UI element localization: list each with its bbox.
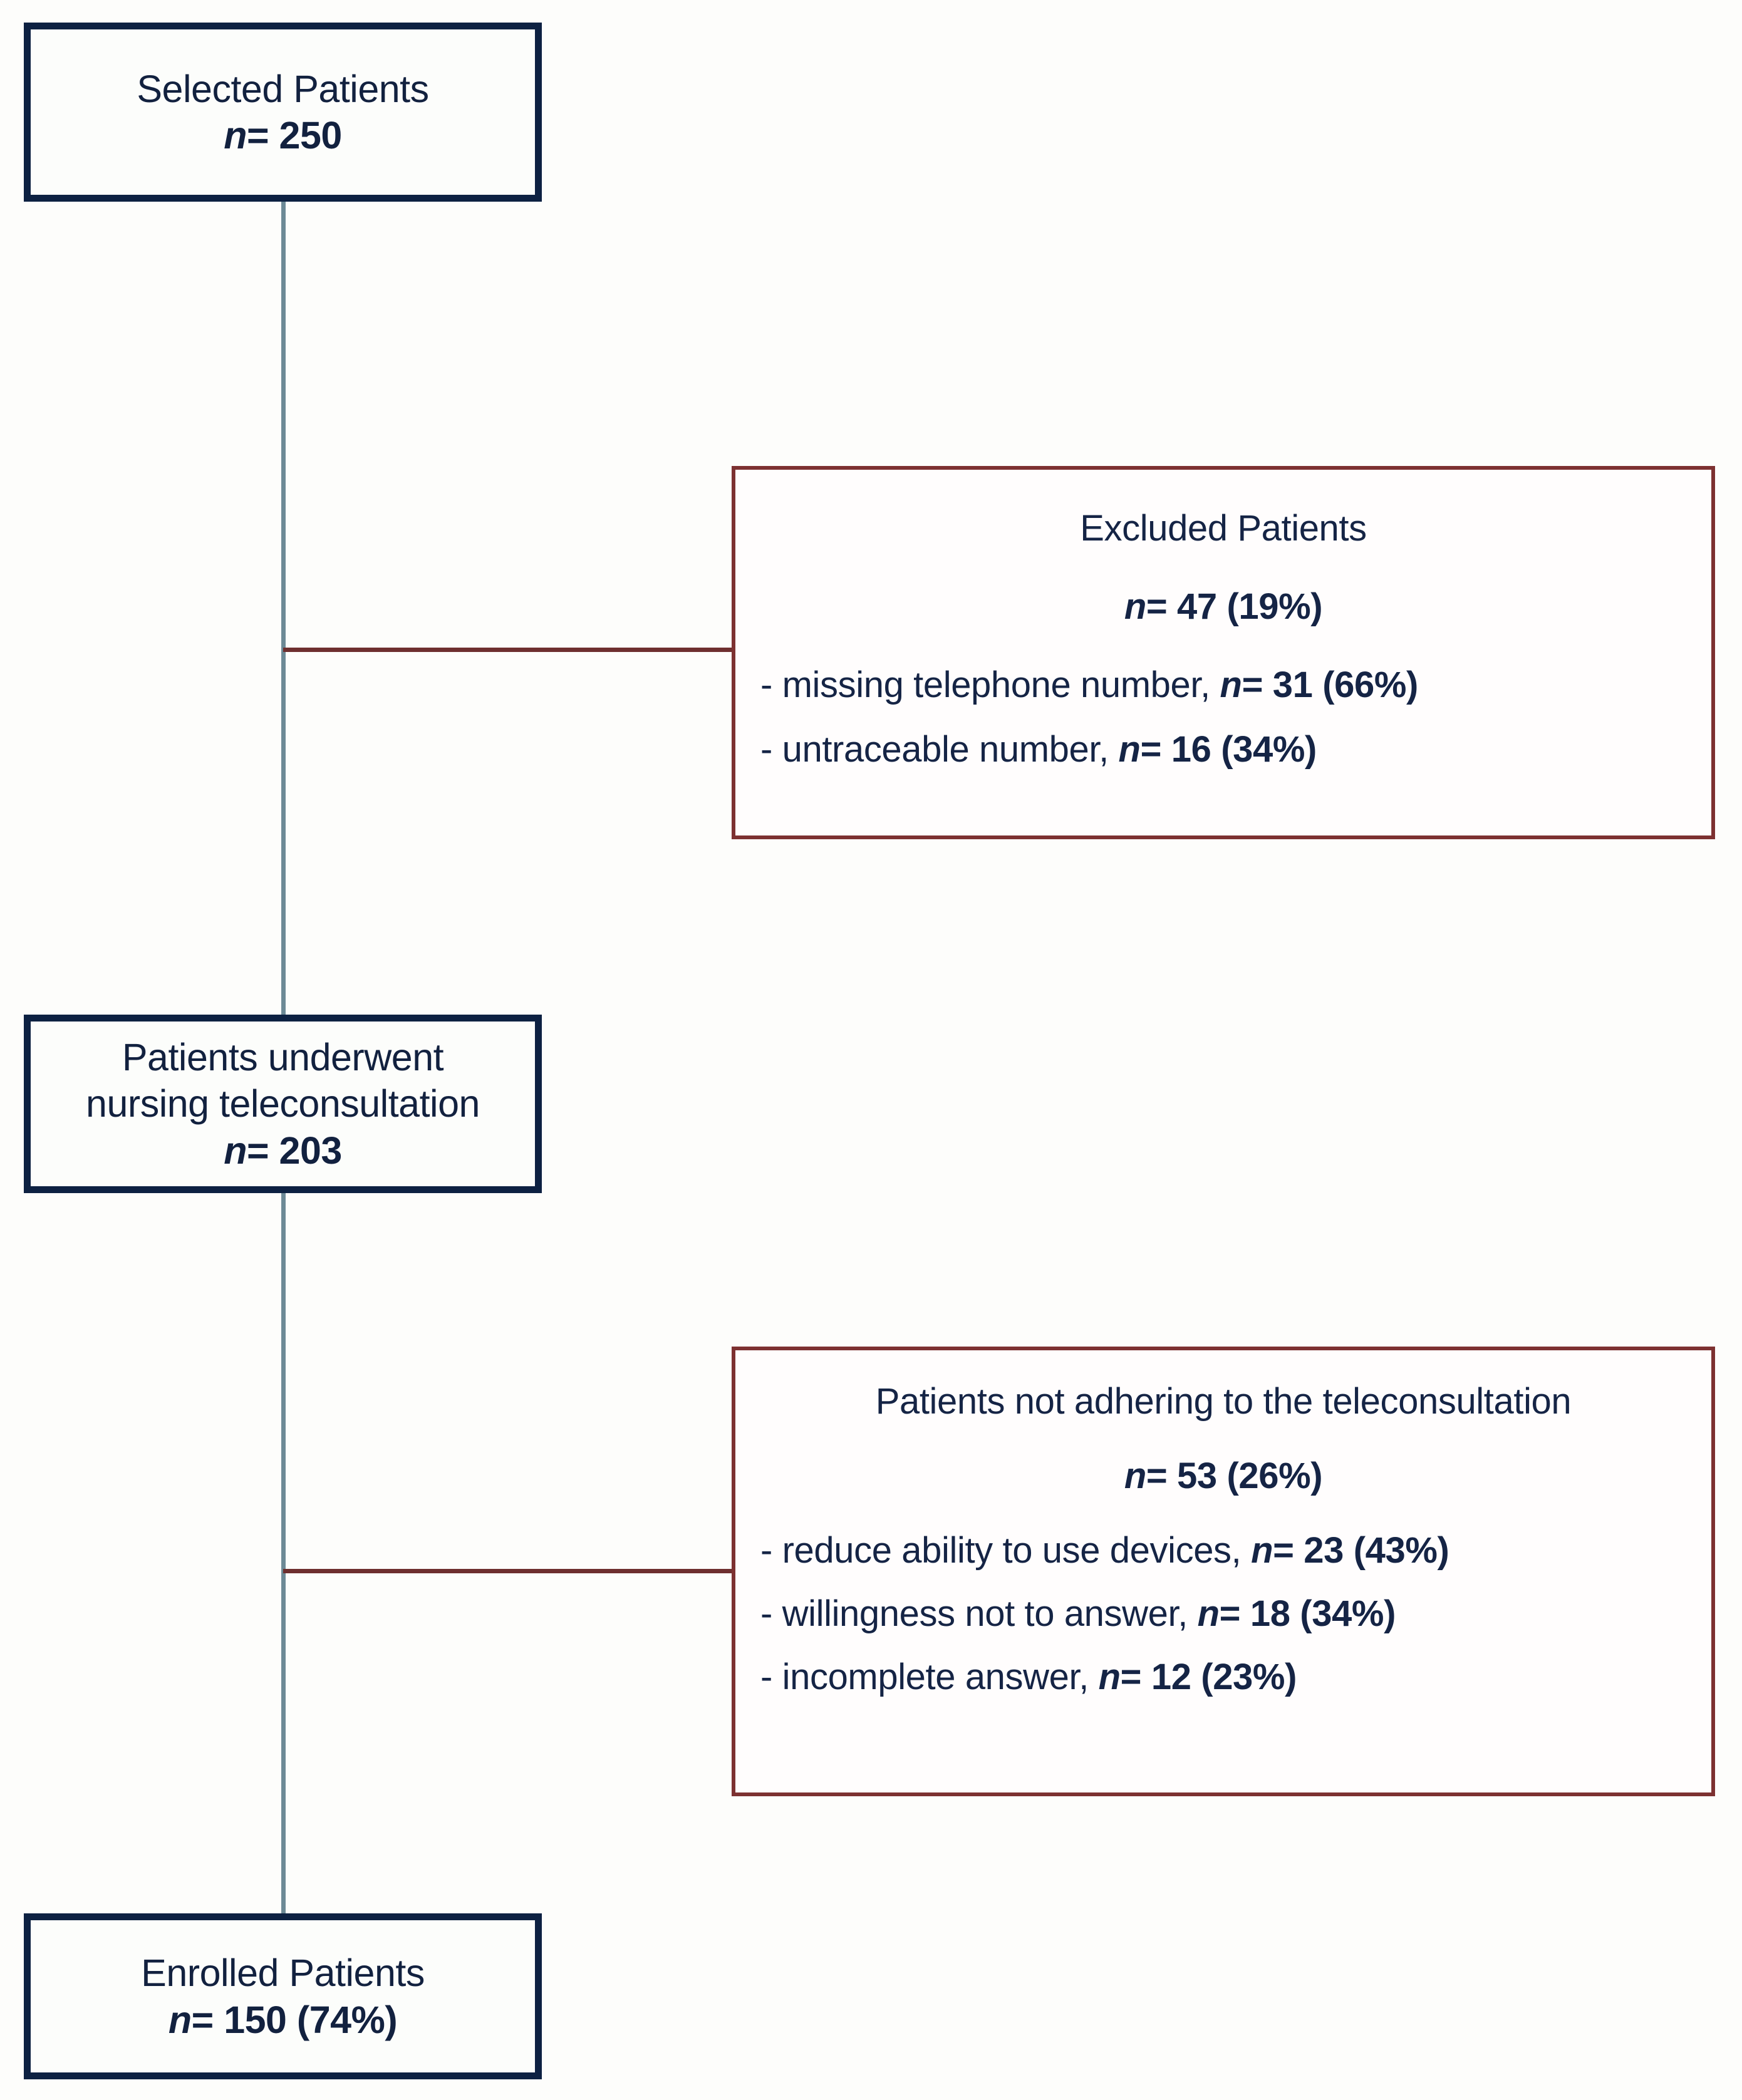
n-italic-label: n: [1220, 665, 1242, 705]
not-adhering-reason-row: - willingness not to answer, n= 18 (34%): [760, 1593, 1686, 1635]
not-adhering-reason-text: - willingness not to answer,: [760, 1593, 1198, 1634]
n-italic-label: n: [224, 114, 247, 157]
excluded-reason-text: - untraceable number,: [760, 729, 1119, 770]
excluded-reason-value: = 31 (66%): [1242, 665, 1419, 705]
selected-patients-value: = 250: [246, 114, 342, 157]
n-italic-label: n: [1251, 1530, 1273, 1571]
excluded-reason-value: = 16 (34%): [1140, 729, 1317, 770]
n-italic-label: n: [1197, 1593, 1220, 1634]
excluded-patients-count: n= 47 (19%): [760, 586, 1686, 628]
node-excluded-patients: Excluded Patients n= 47 (19%) - missing …: [732, 466, 1715, 839]
not-adhering-count: n= 53 (26%): [760, 1455, 1686, 1497]
node-enrolled-patients: Enrolled Patients n= 150 (74%): [24, 1913, 542, 2079]
excluded-reason-row: - missing telephone number, n= 31 (66%): [760, 664, 1686, 706]
excluded-patients-title: Excluded Patients: [1080, 508, 1367, 549]
not-adhering-reason-text: - reduce ability to use devices,: [760, 1530, 1252, 1571]
enrolled-patients-value: = 150 (74%): [191, 1998, 398, 2041]
not-adhering-title: Patients not adhering to the teleconsult…: [875, 1381, 1572, 1422]
node-patients-not-adhering: Patients not adhering to the teleconsult…: [732, 1347, 1715, 1796]
underwent-count: n= 203: [224, 1127, 342, 1174]
underwent-title-line-2: nursing teleconsultation: [86, 1082, 480, 1125]
enrolled-patients-title: Enrolled Patients: [141, 1952, 425, 1995]
selected-patients-title: Selected Patients: [137, 67, 429, 110]
n-italic-label: n: [168, 1998, 192, 2041]
n-italic-label: n: [1118, 729, 1141, 770]
excluded-patients-value: = 47 (19%): [1146, 586, 1323, 627]
underwent-title-line-1: Patients underwent: [122, 1035, 444, 1078]
n-italic-label: n: [1124, 1456, 1146, 1496]
connector-to-not-adhering-patients: [283, 1569, 733, 1573]
not-adhering-reason-value: = 23 (43%): [1273, 1530, 1449, 1571]
node-selected-patients: Selected Patients n= 250: [24, 23, 542, 202]
node-patients-underwent-teleconsultation: Patients underwent nursing teleconsultat…: [24, 1015, 542, 1193]
not-adhering-reason-row: - reduce ability to use devices, n= 23 (…: [760, 1529, 1686, 1571]
connector-to-excluded-patients: [283, 648, 733, 652]
not-adhering-reason-text: - incomplete answer,: [760, 1657, 1099, 1697]
enrolled-patients-count: n= 150 (74%): [168, 1997, 398, 2043]
excluded-reason-row: - untraceable number, n= 16 (34%): [760, 728, 1686, 770]
not-adhering-value: = 53 (26%): [1146, 1456, 1323, 1496]
n-italic-label: n: [1098, 1657, 1121, 1697]
underwent-value: = 203: [246, 1129, 342, 1172]
n-italic-label: n: [1124, 586, 1146, 627]
not-adhering-reason-value: = 18 (34%): [1219, 1593, 1396, 1634]
excluded-reason-text: - missing telephone number,: [760, 665, 1220, 705]
n-italic-label: n: [224, 1129, 247, 1172]
not-adhering-reason-row: - incomplete answer, n= 12 (23%): [760, 1656, 1686, 1698]
not-adhering-reason-value: = 12 (23%): [1120, 1657, 1297, 1697]
selected-patients-count: n= 250: [224, 112, 342, 158]
